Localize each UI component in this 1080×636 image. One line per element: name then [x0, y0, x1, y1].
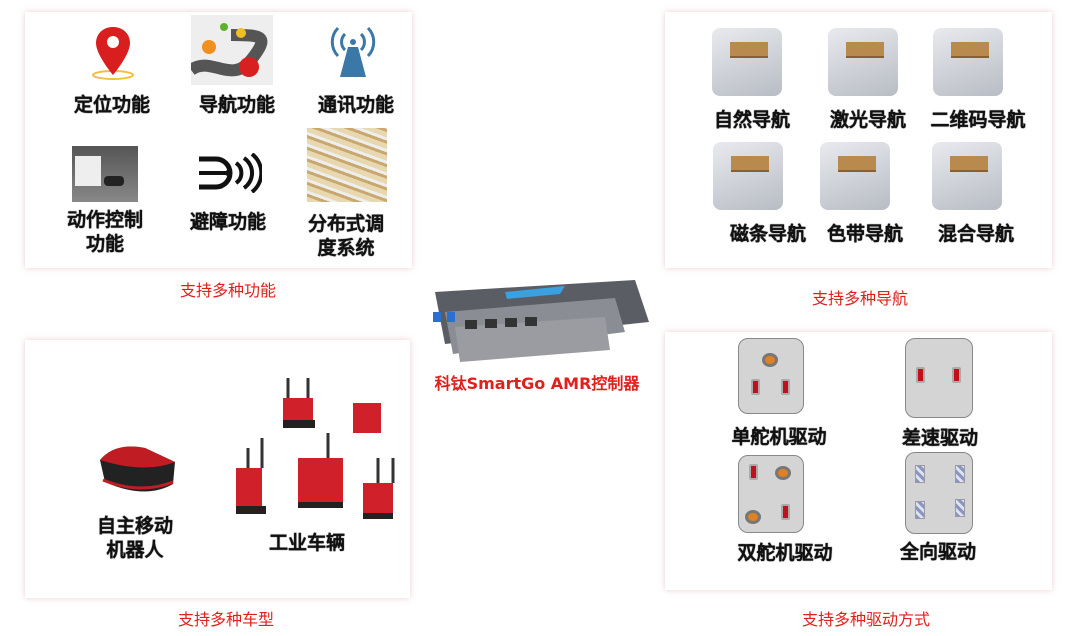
laser-nav-icon — [828, 28, 898, 96]
magnetic-nav-icon — [713, 142, 783, 210]
drive-caption: 支持多种驱动方式 — [801, 610, 931, 629]
drive-label: 单舵机驱动 — [731, 426, 827, 448]
dual-steer-drive-icon — [738, 455, 804, 533]
nav-label: 激光导航 — [829, 109, 907, 131]
obstacle-sensor-icon — [199, 153, 262, 193]
controller-device-icon — [433, 280, 649, 362]
functions-caption: 支持多种功能 — [179, 281, 277, 300]
function-label: 避障功能 — [189, 211, 267, 233]
mobile-robot-icon — [100, 446, 175, 492]
nav-label: 色带导航 — [826, 223, 904, 245]
navigation-caption: 支持多种导航 — [811, 289, 909, 308]
drive-label: 差速驱动 — [901, 427, 979, 449]
function-label: 分布式调度系统 — [308, 212, 384, 260]
function-label: 通讯功能 — [317, 94, 395, 116]
label-line: 分布式调 — [307, 213, 385, 235]
omnidirectional-drive-icon — [905, 452, 973, 534]
antenna-icon — [330, 26, 376, 77]
function-label: 定位功能 — [73, 94, 151, 116]
route-icon — [191, 15, 273, 85]
label-line: 度系统 — [317, 237, 375, 259]
warehouse-icon — [307, 128, 387, 202]
label-line: 机器人 — [106, 539, 164, 561]
forklift-group-icon — [236, 378, 395, 519]
label-line: 动作控制 — [66, 209, 144, 231]
drive-label: 双舵机驱动 — [737, 542, 833, 564]
hybrid-nav-icon — [932, 142, 1002, 210]
controller-label: 科钛SmartGo AMR控制器 — [434, 374, 640, 393]
qrcode-nav-icon — [933, 28, 1003, 96]
location-pin-icon — [92, 27, 134, 80]
function-label: 动作控制功能 — [67, 208, 143, 256]
differential-drive-icon — [905, 338, 973, 418]
drive-label: 全向驱动 — [899, 541, 977, 563]
single-steer-drive-icon — [738, 338, 804, 414]
label-line: 功能 — [85, 233, 125, 255]
vehicle-label: 工业车辆 — [268, 532, 346, 554]
function-label: 导航功能 — [198, 94, 276, 116]
nav-label: 磁条导航 — [729, 223, 807, 245]
natural-nav-icon — [712, 28, 782, 96]
drive-panel — [665, 332, 1052, 590]
robot-photo-icon — [72, 146, 138, 202]
vehicles-caption: 支持多种车型 — [177, 610, 275, 629]
vehicles-panel — [25, 340, 410, 598]
nav-label: 混合导航 — [937, 223, 1015, 245]
label-line: 自主移动 — [96, 515, 174, 537]
vehicle-label: 自主移动机器人 — [97, 514, 173, 562]
nav-label: 自然导航 — [713, 109, 791, 131]
nav-label: 二维码导航 — [930, 109, 1026, 131]
colorband-nav-icon — [820, 142, 890, 210]
